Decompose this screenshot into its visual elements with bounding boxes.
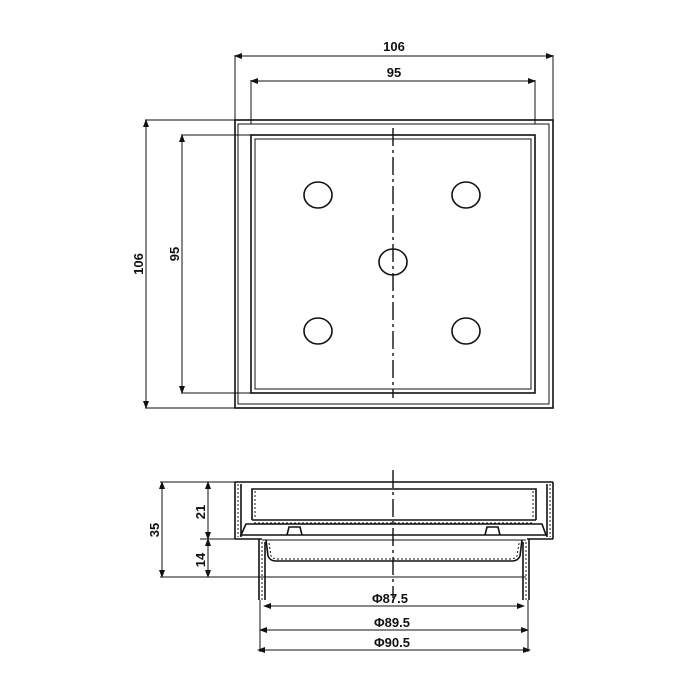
label-lower-height: 14: [193, 552, 208, 567]
section-view: [159, 470, 554, 653]
label-outer-width: 106: [383, 39, 405, 54]
hole-top-left: [303, 181, 333, 209]
plan-view: [143, 53, 554, 409]
label-diameter-1: Φ87.5: [372, 591, 408, 606]
hole-bottom-left: [303, 317, 333, 345]
hole-center: [378, 248, 408, 276]
label-total-height: 35: [147, 523, 162, 537]
label-diameter-2: Φ89.5: [374, 615, 410, 630]
label-inner-width: 95: [387, 65, 401, 80]
outer-frame: [234, 119, 554, 409]
label-inner-height: 95: [167, 247, 182, 261]
label-outer-height: 106: [131, 253, 146, 275]
tray-rim: [239, 523, 548, 536]
hole-bottom-right: [451, 317, 481, 345]
label-diameter-3: Φ90.5: [374, 635, 410, 650]
hole-top-right: [451, 181, 481, 209]
label-upper-height: 21: [193, 505, 208, 519]
